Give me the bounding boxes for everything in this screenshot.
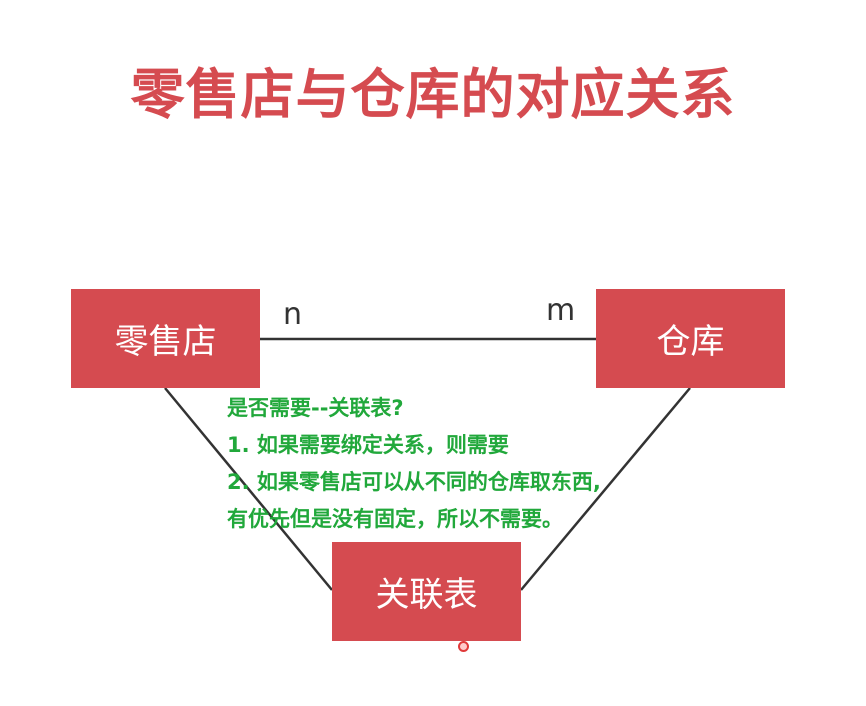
note-line: 是否需要--关联表?	[227, 396, 404, 420]
node-warehouse-label: 仓库	[656, 322, 725, 362]
annotation-note: 是否需要--关联表? 1. 如果需要绑定关系，则需要 2. 如果零售店可以从不同…	[227, 390, 601, 538]
note-line: 有优先但是没有固定，所以不需要。	[227, 507, 563, 531]
node-join-table: 关联表	[332, 542, 521, 641]
node-retail-store: 零售店	[71, 289, 260, 388]
page-title: 零售店与仓库的对应关系	[130, 63, 736, 126]
node-join-table-label: 关联表	[375, 575, 478, 615]
edge-warehouse-join	[520, 387, 691, 591]
multiplicity-n: n	[283, 297, 303, 332]
edge-retail-join	[164, 387, 333, 591]
node-retail-store-label: 零售店	[114, 322, 217, 362]
note-line: 2. 如果零售店可以从不同的仓库取东西,	[227, 470, 601, 494]
node-warehouse: 仓库	[596, 289, 785, 388]
note-line: 1. 如果需要绑定关系，则需要	[227, 433, 509, 457]
multiplicity-m: m	[546, 293, 576, 328]
mouse-pointer-icon	[458, 641, 469, 652]
